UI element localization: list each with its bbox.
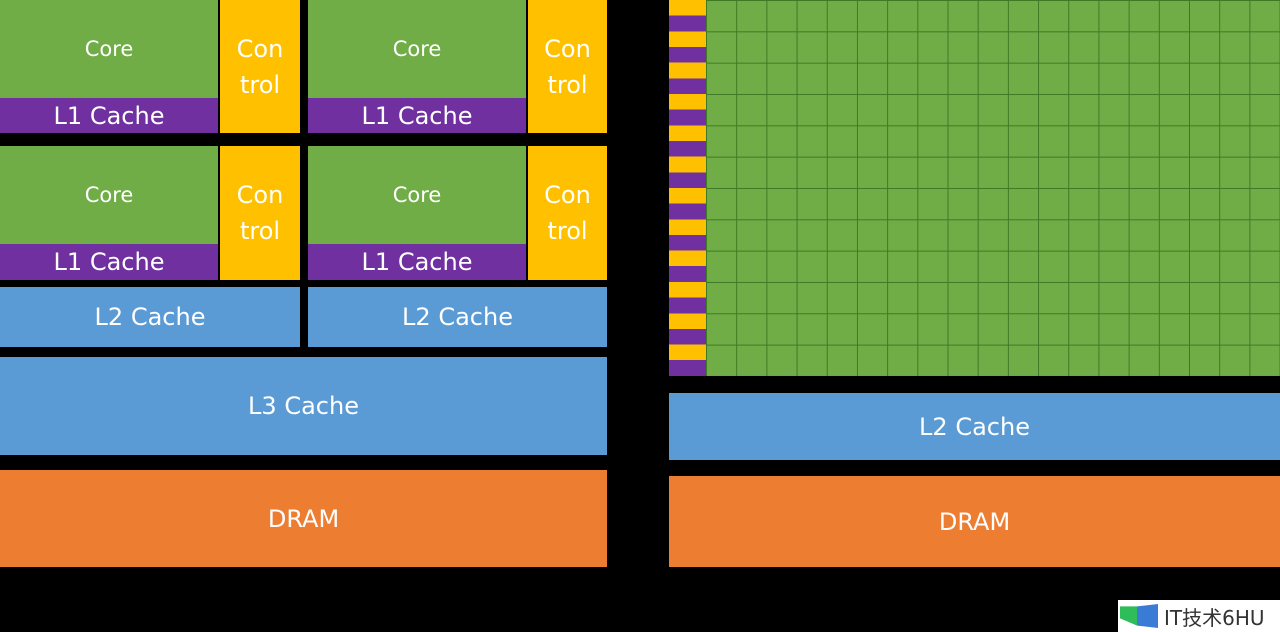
cpu-l1-cache-2: L1 Cache (308, 98, 526, 133)
cpu-control-3: Con trol (220, 146, 300, 280)
control-text: trol (239, 70, 281, 99)
control-text: trol (547, 70, 588, 99)
gpu-core-grid (706, 0, 1280, 376)
cpu-control-4: Con trol (528, 146, 607, 280)
gpu-l2-cache: L2 Cache (669, 393, 1280, 460)
cpu-control-2: Con trol (528, 0, 607, 133)
cpu-core-3: Core (0, 146, 218, 244)
cpu-l2-cache-2: L2 Cache (308, 287, 607, 347)
cpu-control-1: Con trol (220, 0, 300, 133)
control-text: trol (239, 217, 281, 245)
control-text: trol (547, 217, 588, 245)
cpu-l3-cache: L3 Cache (0, 357, 607, 455)
cpu-l1-cache-4: L1 Cache (308, 244, 526, 280)
control-text: Con (236, 34, 284, 63)
cpu-l1-cache-3: L1 Cache (0, 244, 218, 280)
cpu-l2-cache-1: L2 Cache (0, 287, 300, 347)
watermark-logo-icon (1120, 604, 1158, 628)
cpu-dram: DRAM (0, 470, 607, 567)
cpu-l1-cache-1: L1 Cache (0, 98, 218, 133)
watermark-text: IT技术6HU (1164, 605, 1265, 630)
gpu-dram: DRAM (669, 476, 1280, 567)
gpu-control-cache-column (669, 0, 706, 376)
watermark: IT技术6HU (1118, 600, 1280, 632)
cpu-core-1: Core (0, 0, 218, 98)
control-text: Con (236, 181, 284, 209)
control-text: Con (544, 34, 591, 63)
control-text: Con (544, 181, 591, 209)
cpu-core-4: Core (308, 146, 526, 244)
cpu-core-2: Core (308, 0, 526, 98)
